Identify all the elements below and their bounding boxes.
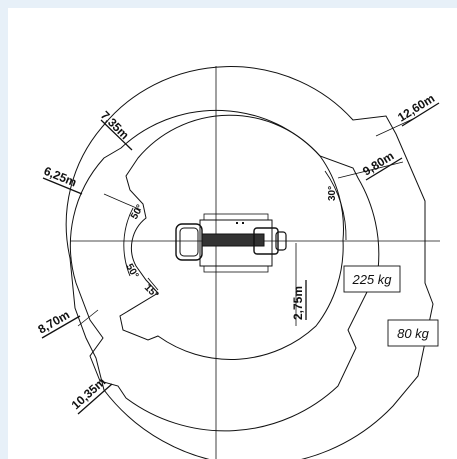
underline-7-35m (100, 119, 133, 151)
machine-top-view (175, 213, 287, 273)
load-box-80kg: 80 kg (387, 319, 439, 347)
machine-track-top (203, 213, 269, 221)
underline-10-35m (77, 383, 113, 415)
inner-working-envelope (119, 114, 344, 360)
angle-mark-15 (147, 277, 159, 291)
machine-track-bottom (203, 265, 269, 273)
machine-basket-inner (179, 227, 199, 257)
machine-marker-b (242, 222, 244, 224)
angle-label-30: 30° (327, 186, 338, 201)
middle-working-envelope (69, 109, 380, 432)
machine-turret (253, 227, 279, 255)
outer-working-envelope (65, 66, 434, 459)
load-box-225kg-frame (343, 265, 401, 293)
load-label-80kg: 80 kg (397, 326, 430, 341)
working-range-diagram: 7,35m 12,60m 9,80m 6,25m 8,70m 10,35m 2,… (36, 66, 440, 459)
load-box-80kg-frame (387, 319, 439, 347)
underline-9-80m (365, 157, 403, 181)
label-8-70m: 8,70m (36, 307, 72, 336)
angle-arc-50 (123, 207, 134, 277)
leader-8-70m (77, 309, 99, 327)
label-9-80m: 9,80m (360, 149, 396, 179)
machine-marker-a (236, 222, 238, 224)
diagram-canvas: 7,35m 12,60m 9,80m 6,25m 8,70m 10,35m 2,… (8, 8, 457, 459)
angle-label-15: 15° (142, 282, 160, 300)
label-2-75m: 2,75m (291, 286, 305, 320)
leader-12-60m (375, 117, 416, 137)
load-box-225kg: 225 kg (343, 265, 401, 293)
load-label-225kg: 225 kg (351, 272, 392, 287)
angle-arc-30 (324, 170, 347, 241)
leader-6-25m (103, 193, 142, 211)
underline-12-60m (401, 102, 440, 127)
machine-boom (201, 233, 265, 247)
machine-counterweight (275, 231, 287, 251)
underline-6-25m (42, 177, 83, 195)
underline-8-70m (41, 315, 81, 339)
